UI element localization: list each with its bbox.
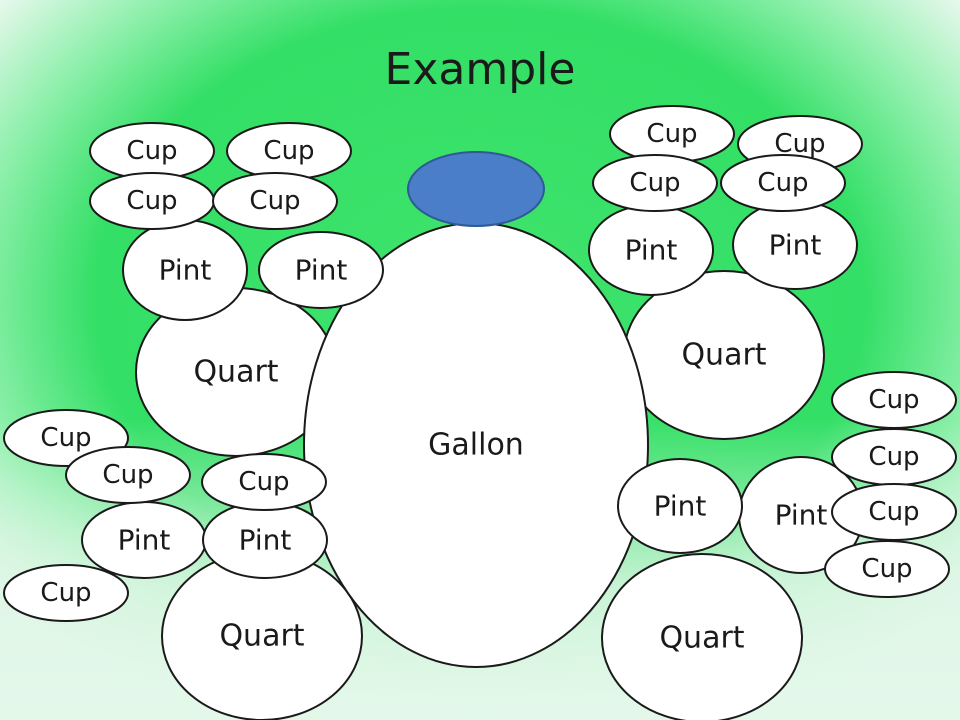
pint-tr-1: Pint: [588, 204, 714, 296]
cup-br-2-label: Cup: [868, 442, 919, 472]
cup-tl-4-label: Cup: [249, 186, 300, 216]
cup-bl-1-label: Cup: [40, 423, 91, 453]
cup-br-3: Cup: [831, 483, 957, 541]
cup-bl-4-label: Cup: [40, 578, 91, 608]
cup-tl-3-label: Cup: [126, 186, 177, 216]
gallon-label: Gallon: [428, 428, 524, 463]
pint-tl-2-shape: [258, 231, 384, 309]
quart-top-right: Quart: [623, 270, 825, 440]
cup-bl-4: Cup: [3, 564, 129, 622]
quart-bottom-left: Quart: [161, 551, 363, 720]
cup-tr-3-label: Cup: [629, 168, 680, 198]
quart-bottom-right: Quart: [601, 553, 803, 720]
cup-tl-4-shape: [212, 172, 338, 230]
pint-bl-1-label: Pint: [118, 524, 171, 557]
cup-br-3-label: Cup: [868, 497, 919, 527]
quart-top-left-label: Quart: [193, 355, 278, 390]
cup-tr-4: Cup: [720, 154, 846, 212]
slide-title: Example: [384, 44, 576, 95]
cup-tr-4-shape: [720, 154, 846, 212]
pint-br-1: Pint: [617, 458, 743, 554]
pint-br-1-shape: [617, 458, 743, 554]
gallon-cap-shape: [407, 151, 545, 227]
cup-br-4-shape: [824, 540, 950, 598]
cup-tr-1-label: Cup: [646, 119, 697, 149]
cup-tr-1: Cup: [609, 105, 735, 163]
cup-bl-3-shape: [201, 453, 327, 511]
pint-br-1-label: Pint: [654, 490, 707, 523]
cup-br-3-shape: [831, 483, 957, 541]
pint-br-2: Pint: [738, 456, 864, 574]
cup-tl-3: Cup: [89, 172, 215, 230]
pint-tl-2-label: Pint: [295, 254, 348, 287]
cup-tr-3-shape: [592, 154, 718, 212]
quart-bottom-right-shape: [601, 553, 803, 720]
pint-br-2-label: Pint: [775, 499, 828, 532]
cup-bl-4-shape: [3, 564, 129, 622]
cup-bl-2-shape: [65, 446, 191, 504]
cup-br-2: Cup: [831, 428, 957, 486]
cup-tr-2-label: Cup: [774, 129, 825, 159]
cup-tl-4: Cup: [212, 172, 338, 230]
pint-tl-2: Pint: [258, 231, 384, 309]
pint-tl-1: Pint: [122, 219, 248, 321]
cup-br-1: Cup: [831, 371, 957, 429]
pint-tr-1-label: Pint: [625, 234, 678, 267]
pint-bl-1: Pint: [81, 501, 207, 579]
quart-bottom-left-label: Quart: [219, 619, 304, 654]
cup-tl-2-label: Cup: [263, 136, 314, 166]
pint-bl-2: Pint: [202, 501, 328, 579]
gallon-cap: [407, 151, 545, 227]
cup-tr-4-label: Cup: [757, 168, 808, 198]
cup-br-1-label: Cup: [868, 385, 919, 415]
quart-top-right-label: Quart: [681, 338, 766, 373]
cup-br-4-label: Cup: [861, 554, 912, 584]
cup-bl-2: Cup: [65, 446, 191, 504]
pint-tr-2-label: Pint: [769, 229, 822, 262]
cup-tl-1-label: Cup: [126, 136, 177, 166]
pint-bl-2-label: Pint: [239, 524, 292, 557]
quart-bottom-right-label: Quart: [659, 621, 744, 656]
pint-tl-1-label: Pint: [159, 254, 212, 287]
cup-bl-3-label: Cup: [238, 467, 289, 497]
cup-tl-2: Cup: [226, 122, 352, 180]
cup-bl-3: Cup: [201, 453, 327, 511]
cup-tl-1: Cup: [89, 122, 215, 180]
pint-tr-2: Pint: [732, 200, 858, 290]
cup-tr-3: Cup: [592, 154, 718, 212]
cup-bl-2-label: Cup: [102, 460, 153, 490]
cup-br-4: Cup: [824, 540, 950, 598]
